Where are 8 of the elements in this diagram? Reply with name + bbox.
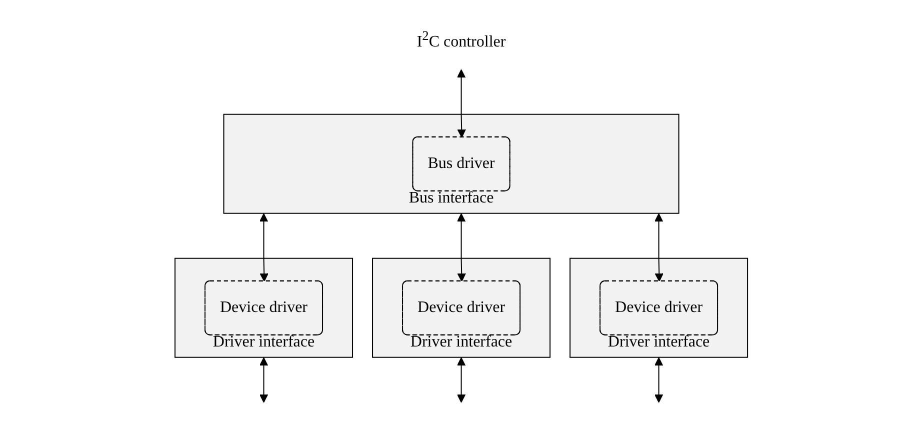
arrow: [457, 357, 466, 403]
node-text: I$^{2}$C controller: [417, 28, 506, 50]
arrow: [654, 213, 664, 282]
arrow: [654, 357, 664, 403]
arrow: [457, 213, 466, 282]
arrow: [457, 69, 466, 138]
arrow: [260, 357, 268, 403]
arrow: [260, 213, 269, 282]
